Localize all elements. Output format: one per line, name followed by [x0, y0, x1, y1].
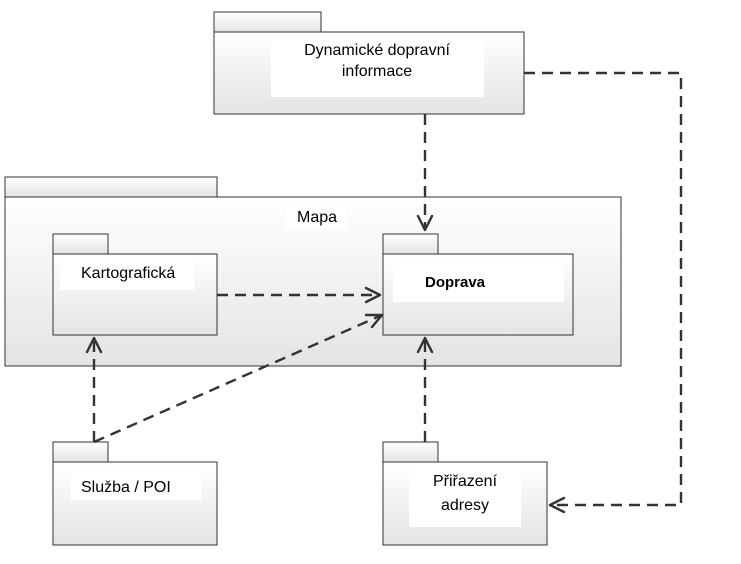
package-label: Služba / POI	[81, 479, 171, 496]
package-label-line2: adresy	[441, 497, 489, 514]
label-background	[271, 34, 484, 97]
arrowhead	[364, 313, 384, 329]
edge-kartograficka-to-doprava[interactable]	[217, 286, 382, 304]
package-label-line1: Dynamické dopravní	[304, 42, 450, 59]
package-label-line1: Přiřazení	[433, 473, 498, 490]
label-background	[393, 264, 564, 302]
label-background	[71, 472, 201, 500]
package-tab	[382, 441, 439, 463]
package-sluzba-poi[interactable]: Služba / POI	[52, 441, 218, 546]
package-tab	[52, 233, 109, 255]
package-tab	[213, 11, 322, 33]
package-kartograficka[interactable]: Kartografická	[52, 233, 218, 336]
arrowhead	[364, 286, 382, 304]
arrowhead	[548, 496, 566, 514]
edge-line	[93, 313, 383, 444]
edge-sluzba-to-kartograficka[interactable]	[85, 336, 103, 442]
package-prirazeni-adresy[interactable]: Přiřazení adresy	[382, 441, 548, 546]
package-doprava[interactable]: Doprava	[382, 233, 574, 336]
package-label-line2: informace	[342, 63, 412, 80]
arrowhead	[85, 336, 103, 354]
package-label: Kartografická	[81, 265, 175, 282]
edge-sluzba-to-doprava[interactable]	[93, 313, 384, 444]
package-dynamicke-dopravni-informace[interactable]: Dynamické dopravní informace	[213, 11, 525, 115]
package-label: Mapa	[297, 209, 337, 226]
label-background	[286, 204, 346, 229]
package-tab	[4, 176, 218, 198]
edge-dynamicke-to-doprava[interactable]	[416, 114, 434, 232]
label-background	[409, 465, 521, 527]
package-tab	[52, 441, 109, 463]
arrowhead	[416, 214, 434, 232]
package-tab	[382, 233, 439, 255]
edge-dynamicke-to-prirazeni[interactable]	[524, 71, 683, 514]
edge-line	[524, 71, 683, 507]
dependency-edges	[85, 71, 683, 514]
label-background	[60, 257, 194, 290]
package-label: Doprava	[425, 274, 486, 291]
edge-prirazeni-to-doprava[interactable]	[416, 336, 434, 442]
arrowhead	[416, 336, 434, 354]
